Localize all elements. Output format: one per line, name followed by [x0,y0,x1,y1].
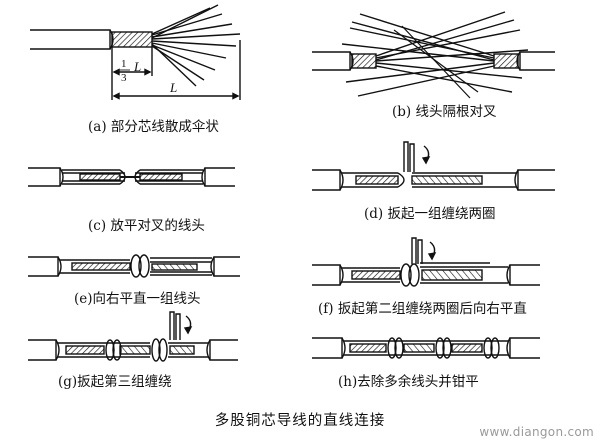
panel-g-drawing [28,311,238,362]
panel-h-drawing [312,337,540,359]
caption-panel-h: (h)去除多余线头并钳平 [338,374,479,390]
panel-e-drawing [28,254,240,278]
watermark: www.diangon.com [479,425,594,439]
caption-panel-e: (e)向右平直一组线头 [74,291,201,307]
panel-b-drawing [312,11,555,99]
panel-f-drawing [312,237,540,287]
caption-panel-f: (f) 扳起第二组缠绕两圈后向右平直 [318,301,527,317]
panel-a-dimension-labels: 1 3 L L [118,58,177,95]
total-length-var: L [169,80,177,95]
fraction-denominator: 3 [121,72,127,84]
fraction-numerator: 1 [121,58,127,70]
caption-panel-c: (c) 放平对叉的线头 [88,218,205,234]
caption-panel-d: (d) 扳起一组缠绕两圈 [364,206,496,222]
caption-panel-a: (a) 部分芯线散成伞状 [88,119,219,135]
caption-panel-b: (b) 线头隔根对叉 [392,104,497,120]
panel-c-drawing [28,167,235,187]
fraction-var: L [133,59,141,74]
panel-d-drawing [312,141,555,191]
caption-panel-g: (g)扳起第三组缠绕 [58,374,172,390]
figure-title: 多股铜芯导线的直线连接 [214,413,386,429]
panel-a-drawing [30,4,241,100]
